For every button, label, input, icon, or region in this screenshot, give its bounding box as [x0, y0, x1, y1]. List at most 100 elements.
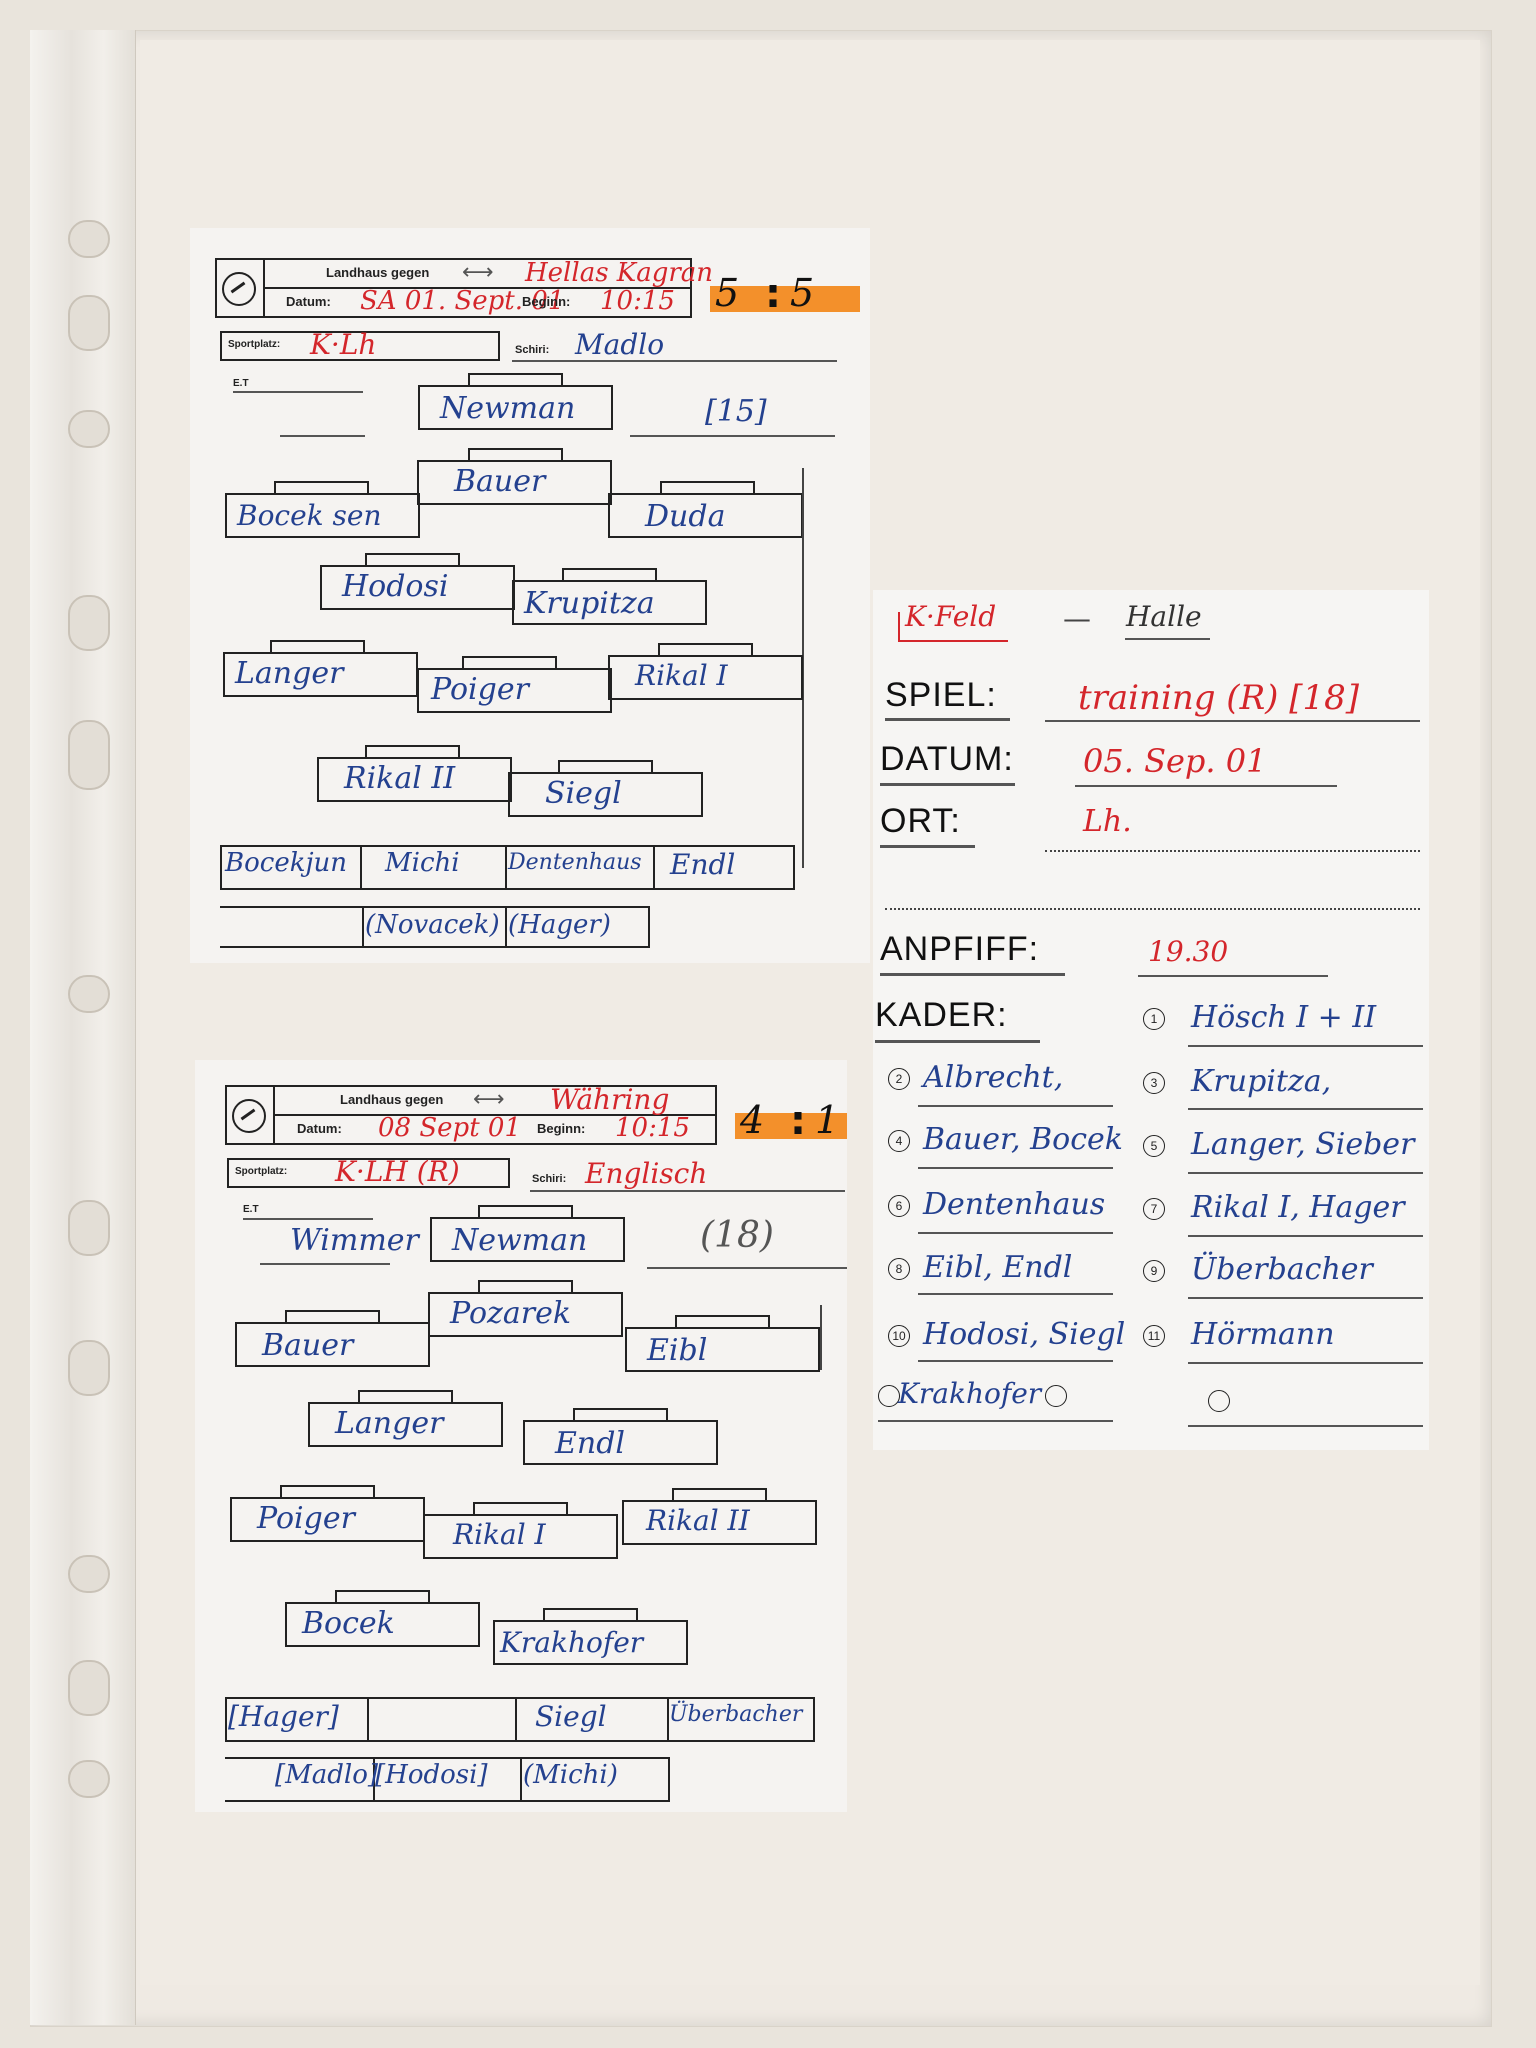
sportplatz-label: Sportplatz: — [235, 1166, 288, 1177]
kader-number: 2 — [888, 1068, 910, 1090]
binder-hole — [68, 295, 110, 351]
binder-hole — [68, 720, 110, 790]
player-slot: Poiger — [417, 668, 612, 713]
kader-number: 11 — [1143, 1325, 1165, 1347]
et-label: E.T — [233, 378, 249, 389]
kader-number: 9 — [1143, 1260, 1165, 1282]
header-label: Landhaus gegen — [326, 265, 430, 280]
kader-names: Dentenhaus — [923, 1187, 1106, 1222]
kader-names: Hörmann — [1191, 1317, 1335, 1352]
player-slot: Bocek sen — [225, 493, 420, 538]
lineup-card-2: Landhaus gegen ⟷ Währing Datum: 08 Sept … — [195, 1060, 847, 1812]
kader-number — [1208, 1390, 1230, 1412]
beginn: 10:15 — [615, 1113, 690, 1143]
player-slot: Rikal II — [317, 757, 512, 802]
player-slot: Poiger — [230, 1497, 425, 1542]
header-label: Landhaus gegen — [340, 1092, 444, 1107]
binder-hole — [68, 220, 110, 258]
player-slot: Newman — [430, 1217, 625, 1262]
sportplatz-label: Sportplatz: — [228, 339, 281, 350]
sportplatz: K·LH (R) — [335, 1155, 460, 1188]
opponent: Währing — [550, 1083, 670, 1116]
player-slot: Rikal I — [608, 655, 803, 700]
player-count: (18) — [700, 1215, 774, 1256]
binder-hole — [68, 410, 110, 448]
kader-number: 8 — [888, 1258, 910, 1280]
reserve-player: (Hager) — [508, 910, 611, 940]
anpfiff: 19.30 — [1148, 935, 1229, 968]
et-label: E.T — [243, 1204, 259, 1215]
datum-label: Datum: — [286, 294, 331, 309]
kader-number: 5 — [1143, 1135, 1165, 1157]
player-slot: Pozarek — [428, 1292, 623, 1337]
sportplatz-box — [227, 1158, 510, 1188]
player-slot: Rikal I — [423, 1514, 618, 1559]
kader-number: 7 — [1143, 1198, 1165, 1220]
kader-number: 4 — [888, 1130, 910, 1152]
bench-player: Überbacher — [669, 1702, 803, 1727]
player-slot: Bauer — [235, 1322, 430, 1367]
kader-names: Albrecht, — [923, 1060, 1064, 1095]
spiel: training (R) [18] — [1078, 678, 1360, 718]
sportplatz-box — [220, 331, 500, 361]
bench-player: Michi — [385, 848, 460, 878]
player-slot: Krakhofer — [493, 1620, 688, 1665]
kader-names: Hodosi, Siegl — [923, 1317, 1126, 1352]
opponent: Hellas Kagran — [525, 258, 714, 288]
datum: 08 Sept 01 — [378, 1113, 521, 1143]
bench-row — [225, 1697, 815, 1742]
spiel-label: SPIEL: — [885, 676, 997, 714]
type-dash: — — [1063, 602, 1091, 635]
club-logo-icon — [232, 1099, 266, 1133]
kader-names: Krakhofer — [898, 1377, 1042, 1410]
datum: 05. Sep. 01 — [1083, 742, 1267, 780]
kader-names: Überbacher — [1191, 1252, 1373, 1287]
score-home: 5 — [715, 271, 740, 315]
bench-player: Dentenhaus — [508, 850, 642, 875]
kader-names: Rikal I, Hager — [1191, 1190, 1405, 1225]
player-slot: Bocek — [285, 1602, 480, 1647]
type-feld: K·Feld — [905, 600, 997, 633]
arrow-icon: ⟷ — [473, 1087, 505, 1112]
datum: SA 01. Sept. 01 — [360, 286, 565, 316]
bench-player: [Hager] — [228, 1700, 339, 1733]
score-highlight — [710, 286, 860, 312]
schiri: Madlo — [575, 328, 665, 361]
beginn-label: Beginn: — [522, 294, 571, 309]
anpfiff-label: ANPFIFF: — [880, 930, 1040, 968]
player-slot: Siegl — [508, 772, 703, 817]
player-slot-open: Wimmer — [290, 1223, 419, 1258]
schiri-label: Schiri: — [532, 1173, 567, 1185]
score-away: 1 — [815, 1098, 840, 1142]
player-count: [15] — [705, 394, 767, 429]
binder-hole — [68, 595, 110, 651]
reserve-row — [225, 1757, 670, 1802]
kader-names: Langer, Sieber — [1191, 1127, 1415, 1162]
score-highlight — [735, 1113, 847, 1139]
schiri-label: Schiri: — [515, 344, 550, 356]
kader-names: Krupitza, — [1191, 1064, 1332, 1099]
ort-label: ORT: — [880, 802, 961, 840]
reserve-player: [Hodosi] — [375, 1760, 488, 1790]
binder-hole — [68, 1660, 110, 1716]
score-away: 5 — [790, 271, 815, 315]
lineup-card-1: Landhaus gegen ⟷ Hellas Kagran Datum: SA… — [190, 228, 870, 963]
kader-number — [878, 1385, 900, 1407]
bench-player: Endl — [670, 848, 736, 881]
score-separator: : — [790, 1098, 806, 1144]
player-slot: Eibl — [625, 1327, 820, 1372]
score-separator: : — [765, 271, 781, 317]
reserve-row — [220, 906, 650, 948]
bench-row — [220, 845, 795, 890]
match-info-card: K·Feld — Halle SPIEL: training (R) [18] … — [873, 590, 1429, 1450]
type-halle: Halle — [1126, 600, 1202, 633]
player-slot: Langer — [223, 652, 418, 697]
player-slot: Duda — [608, 493, 803, 538]
reserve-player: (Michi) — [523, 1760, 618, 1790]
arrow-icon: ⟷ — [462, 260, 494, 285]
reserve-player: [Madlo] — [275, 1760, 379, 1790]
player-slot: Bauer — [417, 460, 612, 505]
player-slot: Krupitza — [512, 580, 707, 625]
club-logo-icon — [222, 272, 256, 306]
kader-names: Bauer, Bocek — [923, 1122, 1123, 1157]
